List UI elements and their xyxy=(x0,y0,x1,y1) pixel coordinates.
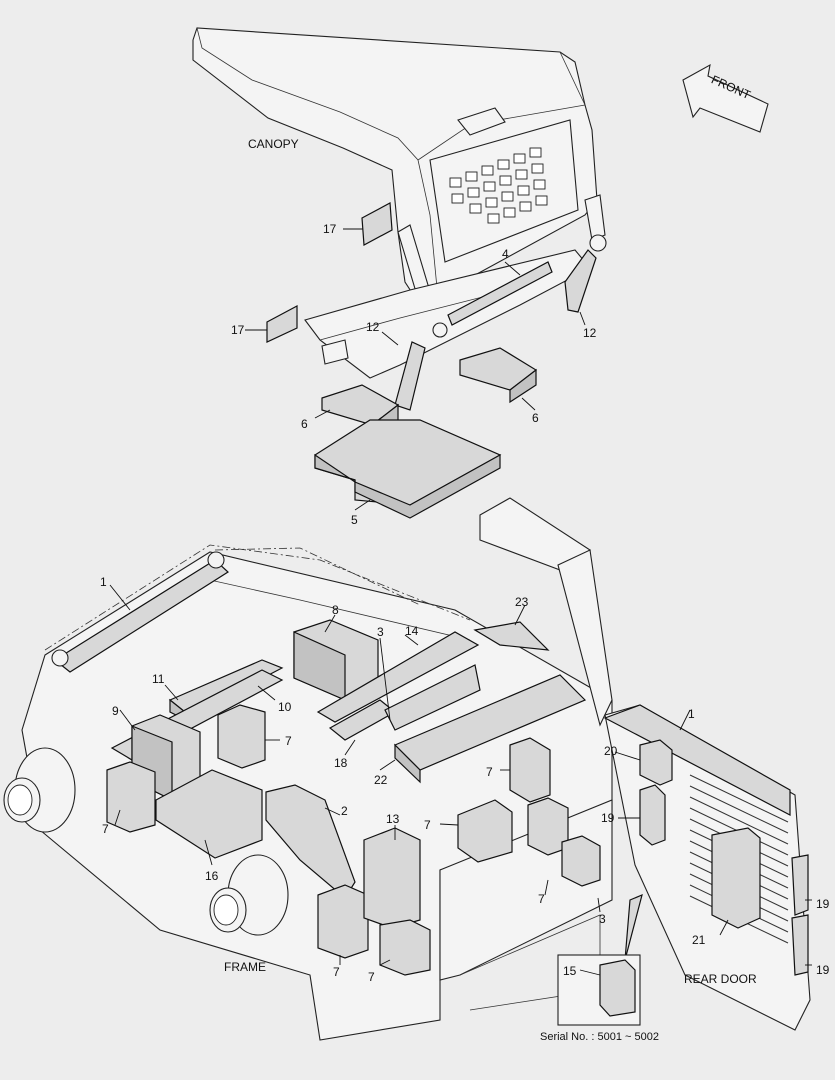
callout-16: 16 xyxy=(205,869,219,883)
callout-23: 23 xyxy=(515,595,529,609)
callout-7: 7 xyxy=(424,818,431,832)
callout-5: 5 xyxy=(351,513,358,527)
callout-14: 14 xyxy=(405,624,419,638)
callout-7: 7 xyxy=(538,892,545,906)
callout-7: 7 xyxy=(333,965,340,979)
callout-12: 12 xyxy=(366,320,380,334)
callout-13: 13 xyxy=(386,812,400,826)
callout-3: 3 xyxy=(599,912,606,926)
callout-7: 7 xyxy=(486,765,493,779)
front-direction-arrow xyxy=(682,63,769,133)
detail-pointer xyxy=(624,893,643,961)
callout-6: 6 xyxy=(301,417,308,431)
rear-door-label: REAR DOOR xyxy=(684,972,757,986)
callout-19: 19 xyxy=(816,897,830,911)
callout-3: 3 xyxy=(377,625,384,639)
callout-7: 7 xyxy=(368,970,375,984)
callout-22: 22 xyxy=(374,773,388,787)
callout-20: 20 xyxy=(604,744,618,758)
callout-8: 8 xyxy=(332,603,339,617)
callout-10: 10 xyxy=(278,700,292,714)
rear-door-assembly xyxy=(603,704,811,1031)
canopy-label: CANOPY xyxy=(248,137,299,151)
callout-7: 7 xyxy=(285,734,292,748)
frame-label: FRAME xyxy=(224,960,266,974)
callout-9: 9 xyxy=(112,704,119,718)
callout-6: 6 xyxy=(532,411,539,425)
canopy-assembly xyxy=(192,27,607,519)
callout-numbers: 17 17 4 12 12 6 6 5 1 1 8 23 3 14 11 10 … xyxy=(100,222,830,984)
canopy-grill xyxy=(449,147,548,224)
serial-number-label: Serial No. : 5001 ~ 5002 xyxy=(540,1031,659,1043)
callout-15: 15 xyxy=(563,964,577,978)
callout-7: 7 xyxy=(102,822,109,836)
callout-12: 12 xyxy=(583,326,597,340)
callout-19: 19 xyxy=(601,811,615,825)
part-15 xyxy=(599,959,636,1017)
callout-17: 17 xyxy=(323,222,337,236)
callout-4: 4 xyxy=(502,247,509,261)
leader-lines xyxy=(109,228,812,976)
callout-18: 18 xyxy=(334,756,348,770)
callout-2: 2 xyxy=(341,804,348,818)
callout-1: 1 xyxy=(100,575,107,589)
callout-17: 17 xyxy=(231,323,245,337)
callout-21: 21 xyxy=(692,933,706,947)
callout-19: 19 xyxy=(816,963,830,977)
callout-1: 1 xyxy=(688,707,695,721)
frame-pads xyxy=(106,619,601,976)
callout-11: 11 xyxy=(152,672,165,686)
